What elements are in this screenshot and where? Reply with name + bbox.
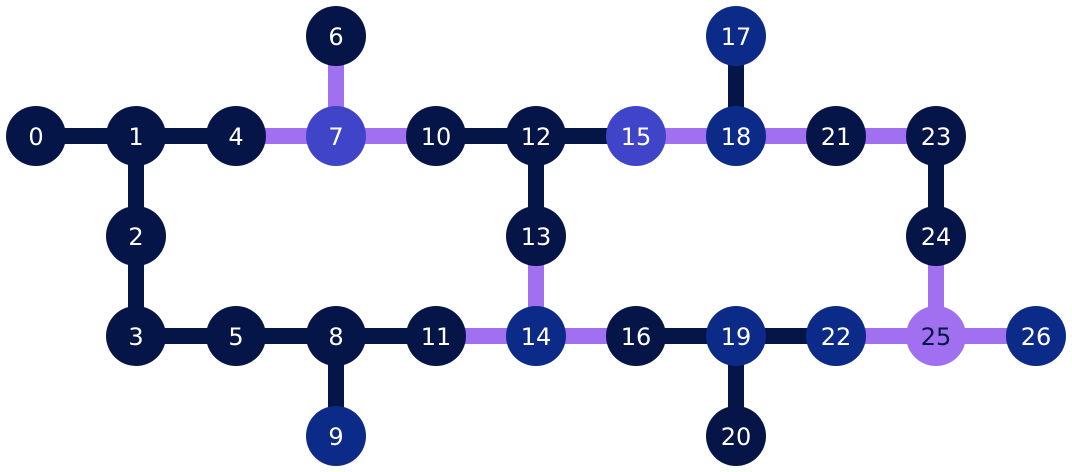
qubit-label: 1	[128, 123, 143, 151]
qubit-node-11: 11	[406, 306, 466, 366]
qubit-node-22: 22	[806, 306, 866, 366]
qubit-circle	[906, 106, 966, 166]
qubit-circle	[806, 106, 866, 166]
qubit-label: 3	[128, 323, 143, 351]
qubit-circle	[506, 306, 566, 366]
qubit-circle	[306, 406, 366, 466]
qubit-node-17: 17	[706, 6, 766, 66]
qubit-circle	[106, 306, 166, 366]
qubit-circle	[106, 206, 166, 266]
qubit-label: 14	[521, 323, 552, 351]
qubit-node-6: 6	[306, 6, 366, 66]
qubit-node-20: 20	[706, 406, 766, 466]
qubit-circle	[706, 406, 766, 466]
qubit-label: 6	[328, 23, 343, 51]
qubit-circle	[706, 106, 766, 166]
qubit-node-21: 21	[806, 106, 866, 166]
qubit-circle	[606, 106, 666, 166]
qubit-label: 7	[328, 123, 343, 151]
qubit-node-5: 5	[206, 306, 266, 366]
qubit-label: 23	[921, 123, 952, 151]
qubit-circle	[206, 106, 266, 166]
qubit-node-23: 23	[906, 106, 966, 166]
qubit-node-18: 18	[706, 106, 766, 166]
qubit-circle	[306, 6, 366, 66]
qubit-node-19: 19	[706, 306, 766, 366]
qubit-node-8: 8	[306, 306, 366, 366]
qubit-node-10: 10	[406, 106, 466, 166]
qubit-circle	[6, 106, 66, 166]
qubit-circle	[1006, 306, 1066, 366]
qubit-circle	[406, 106, 466, 166]
qubit-circle	[106, 106, 166, 166]
qubit-label: 20	[721, 423, 752, 451]
qubit-circle	[606, 306, 666, 366]
qubit-node-12: 12	[506, 106, 566, 166]
qubit-node-13: 13	[506, 206, 566, 266]
qubit-circle	[806, 306, 866, 366]
qubit-node-7: 7	[306, 106, 366, 166]
qubit-node-26: 26	[1006, 306, 1066, 366]
qubit-label: 12	[521, 123, 552, 151]
qubit-node-3: 3	[106, 306, 166, 366]
qubit-circle	[906, 306, 966, 366]
qubit-label: 0	[28, 123, 43, 151]
qubit-circle	[906, 206, 966, 266]
qubit-label: 11	[421, 323, 452, 351]
qubit-circle	[206, 306, 266, 366]
qubit-label: 15	[621, 123, 652, 151]
qubit-label: 8	[328, 323, 343, 351]
qubit-label: 21	[821, 123, 852, 151]
qubit-label: 22	[821, 323, 852, 351]
qubit-label: 18	[721, 123, 752, 151]
qubit-circle	[506, 106, 566, 166]
qubit-label: 13	[521, 223, 552, 251]
qubit-label: 25	[921, 323, 952, 351]
qubit-circle	[306, 106, 366, 166]
qubit-node-14: 14	[506, 306, 566, 366]
qubit-label: 10	[421, 123, 452, 151]
qubit-node-2: 2	[106, 206, 166, 266]
qubit-circle	[406, 306, 466, 366]
qubit-label: 17	[721, 23, 752, 51]
qubit-node-24: 24	[906, 206, 966, 266]
qubit-node-15: 15	[606, 106, 666, 166]
qubit-node-0: 0	[6, 106, 66, 166]
qubit-circle	[506, 206, 566, 266]
qubit-label: 4	[228, 123, 243, 151]
qubit-circle	[706, 6, 766, 66]
qubit-node-16: 16	[606, 306, 666, 366]
qubit-node-9: 9	[306, 406, 366, 466]
qubit-label: 2	[128, 223, 143, 251]
qubit-circle	[706, 306, 766, 366]
qubit-label: 19	[721, 323, 752, 351]
qubit-label: 5	[228, 323, 243, 351]
qubit-label: 24	[921, 223, 952, 251]
qubit-label: 26	[1021, 323, 1052, 351]
qubit-circle	[306, 306, 366, 366]
qubit-node-25: 25	[906, 306, 966, 366]
qubit-node-4: 4	[206, 106, 266, 166]
qubit-node-1: 1	[106, 106, 166, 166]
qubit-label: 9	[328, 423, 343, 451]
qubit-label: 16	[621, 323, 652, 351]
